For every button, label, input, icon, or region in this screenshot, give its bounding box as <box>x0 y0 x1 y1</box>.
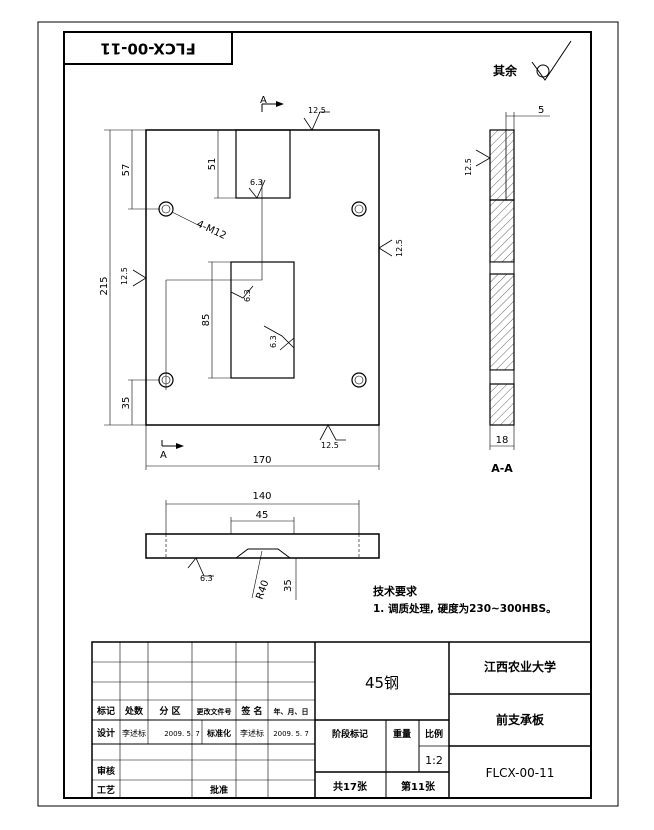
dim-text: 35 <box>283 579 294 592</box>
title-block: 标记 处数 分 区 更改文件号 签 名 年、月、日 设计 李述标 2009. 5… <box>91 641 592 799</box>
roughness-value: 6.3 <box>243 289 252 302</box>
tech-item: 1. 调质处理, 硬度为230~300HBS。 <box>373 602 557 615</box>
dim-text: 4-M12 <box>195 219 228 242</box>
dim-text: 215 <box>99 276 110 295</box>
dim-text: 45 <box>256 510 269 521</box>
dim-85: 85 <box>201 261 231 379</box>
roughness-rest: 其余 <box>493 40 572 81</box>
total-sheets: 共17张 <box>333 780 368 793</box>
tech-title: 技术要求 <box>373 584 418 598</box>
roughness-right: 12.5 <box>378 239 404 257</box>
drawing-number-box: FLCX-00-11 <box>63 31 233 65</box>
top-view: 140 45 R40 35 6.3 <box>145 491 380 601</box>
part-name: 前支承板 <box>496 712 545 727</box>
approve-label: 批准 <box>210 784 228 796</box>
std-date: 2009. 5. 7 <box>273 730 309 738</box>
design-date: 2009. 5. 7 <box>164 730 200 738</box>
dim-140: 140 <box>165 491 360 534</box>
roughness-slot: 6.3 <box>248 178 266 199</box>
dim-170: 170 <box>145 425 380 470</box>
col-count: 处数 <box>124 705 144 717</box>
mounting-hole <box>351 372 367 388</box>
designer-label: 设计 <box>97 727 115 739</box>
roughness-value: 12.5 <box>321 441 339 450</box>
stage-label: 阶段标记 <box>332 728 368 740</box>
sheet-no: 第11张 <box>401 780 436 793</box>
roughness-value: 12.5 <box>308 106 326 115</box>
dim-holes: 4-M12 <box>195 219 228 242</box>
designer-name: 李述标 <box>122 728 146 738</box>
dim-text: 57 <box>121 164 132 177</box>
dim-text: 18 <box>496 435 509 446</box>
col-sign: 签 名 <box>240 705 262 717</box>
col-doc: 更改文件号 <box>197 707 232 716</box>
process-label: 工艺 <box>97 784 115 796</box>
roughness-top-view: 6.3 <box>187 557 214 583</box>
col-mark: 标记 <box>96 705 115 717</box>
roughness-left: 12.5 <box>120 267 147 287</box>
dim-57: 57 <box>121 130 160 210</box>
title-drawing-number: FLCX-00-11 <box>486 766 555 780</box>
dim-text: 85 <box>201 314 212 327</box>
scale-value: 1:2 <box>425 754 443 767</box>
tech-requirements: 技术要求 1. 调质处理, 硬度为230~300HBS。 <box>373 584 557 615</box>
mounting-hole <box>158 201 174 217</box>
roughness-top: 12.5 <box>303 106 330 131</box>
roughness-value: 6.3 <box>200 574 213 583</box>
dim-text: 5 <box>538 105 544 116</box>
std-name: 李述标 <box>240 728 264 738</box>
dim-text: 35 <box>121 397 132 410</box>
outer-border <box>37 21 619 807</box>
std-label: 标准化 <box>206 728 231 738</box>
section-title: A-A <box>491 462 513 475</box>
dim-35-left: 35 <box>121 379 160 425</box>
roughness-section: 12.5 <box>464 149 491 176</box>
scale-label: 比例 <box>425 728 443 740</box>
dim-text: 140 <box>252 491 271 502</box>
front-view: A A 12.5 6.3 12.5 12.5 6.3 6.3 <box>99 95 404 470</box>
dim-text: 170 <box>252 455 271 466</box>
roughness-value: 12.5 <box>395 239 404 257</box>
dim-35-top: 35 <box>283 558 297 600</box>
dim-text: R40 <box>254 579 271 601</box>
roughness-value: 6.3 <box>250 178 263 187</box>
section-mark-top: A <box>260 95 267 106</box>
roughness-window-1: 6.3 <box>230 285 254 302</box>
material: 45钢 <box>365 674 399 692</box>
roughness-value: 6.3 <box>269 335 278 348</box>
mounting-hole <box>351 201 367 217</box>
dim-18: 18 <box>489 425 515 450</box>
weight-label: 重量 <box>393 728 411 740</box>
roughness-window-2: 6.3 <box>263 325 295 351</box>
drawing-number-rotated: FLCX-00-11 <box>100 40 195 58</box>
roughness-value: 12.5 <box>464 158 473 176</box>
section-mark-bottom: A <box>160 450 167 461</box>
dim-51: 51 <box>207 130 236 199</box>
roughness-value: 12.5 <box>120 267 129 285</box>
dim-45: 45 <box>230 510 295 534</box>
col-zone: 分 区 <box>159 705 180 717</box>
dim-text: 51 <box>207 158 218 171</box>
roughness-bottom: 12.5 <box>319 424 346 450</box>
school-name: 江西农业大学 <box>484 659 556 674</box>
roughness-rest-label: 其余 <box>493 63 518 78</box>
section-view: 5 18 12.5 A-A <box>464 105 550 475</box>
dim-215: 215 <box>99 129 146 426</box>
review-label: 审核 <box>97 765 115 777</box>
dim-5: 5 <box>505 105 550 130</box>
col-date: 年、月、日 <box>274 707 309 716</box>
